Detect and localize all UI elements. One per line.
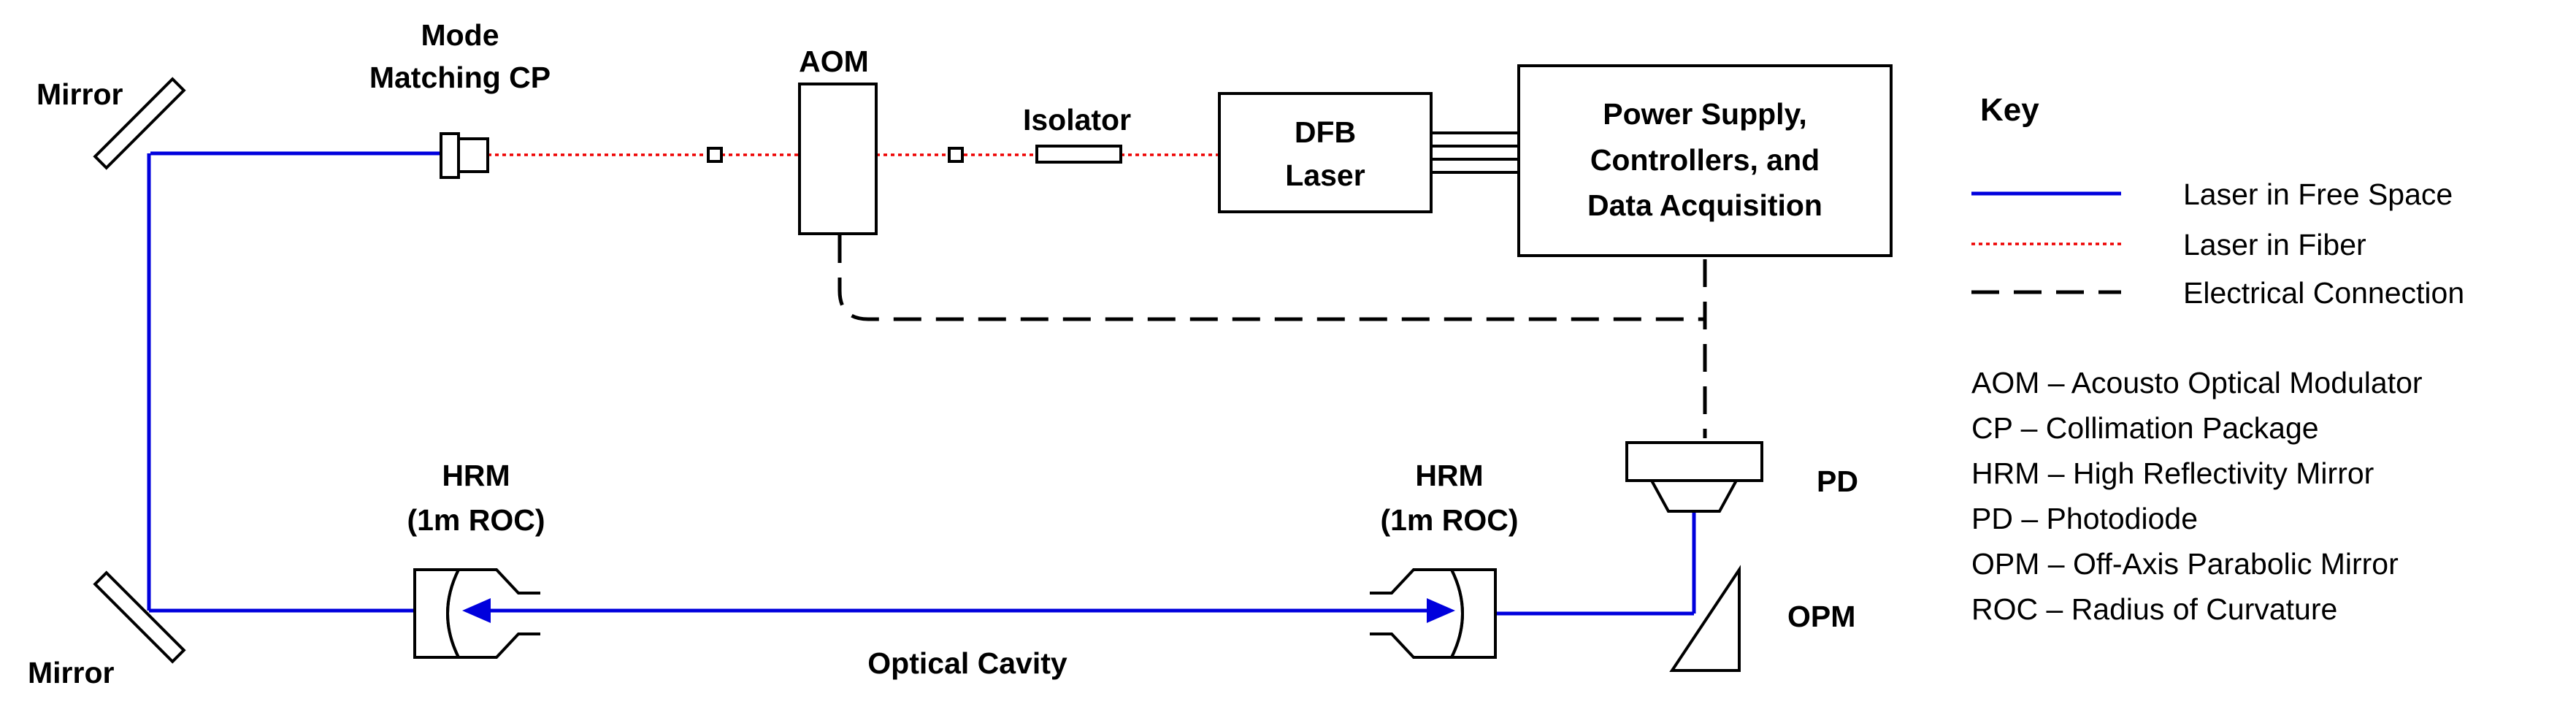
label-hrm-right-line2: (1m ROC): [1380, 503, 1518, 537]
key-abbr-cp: CP – Collimation Package: [1971, 411, 2319, 445]
key-abbr-pd: PD – Photodiode: [1971, 502, 2198, 535]
label-mode-matching-line1: Mode: [421, 18, 499, 52]
label-mirror-bottom: Mirror: [28, 656, 115, 689]
key-abbr-roc: ROC – Radius of Curvature: [1971, 592, 2337, 626]
mirror-top: [93, 77, 186, 170]
opm: [1669, 565, 1741, 672]
label-dfb-line2: Laser: [1285, 158, 1365, 192]
photodiode: [1625, 441, 1763, 513]
label-power-line2: Controllers, and: [1590, 143, 1820, 177]
label-isolator: Isolator: [1023, 103, 1131, 137]
label-hrm-right-line1: HRM: [1415, 459, 1483, 492]
label-dfb-line1: DFB: [1295, 115, 1356, 149]
label-power-line3: Data Acquisition: [1587, 188, 1822, 222]
hrm-left: [413, 568, 540, 659]
key-label-fiber: Laser in Fiber: [2183, 228, 2366, 261]
mode-matching-cp: [440, 132, 489, 179]
power-supply-box: [1517, 64, 1893, 257]
label-opm: OPM: [1787, 600, 1855, 633]
hrm-right: [1370, 568, 1497, 659]
dfb-laser-box: [1218, 92, 1433, 213]
key-legend: Key Laser in Free Space Laser in Fiber E…: [1971, 92, 2464, 626]
label-mode-matching-line2: Matching CP: [369, 61, 551, 94]
arrow-left-head: [462, 598, 491, 623]
key-abbr-aom: AOM – Acousto Optical Modulator: [1971, 366, 2423, 400]
label-mirror-top: Mirror: [37, 77, 123, 111]
label-pd: PD: [1817, 465, 1858, 498]
key-label-free-space: Laser in Free Space: [2183, 177, 2453, 211]
label-aom: AOM: [799, 45, 869, 78]
fiber-connector-2: [948, 147, 964, 163]
key-abbr-opm: OPM – Off-Axis Parabolic Mirror: [1971, 547, 2399, 581]
electrical-connection: [837, 235, 1707, 438]
arrow-right-head: [1427, 598, 1455, 623]
key-label-electrical: Electrical Connection: [2183, 276, 2464, 310]
key-abbr-hrm: HRM – High Reflectivity Mirror: [1971, 456, 2374, 490]
fiber-path: [488, 147, 1219, 163]
label-power-line1: Power Supply,: [1603, 97, 1806, 131]
mirror-bottom: [93, 570, 186, 664]
label-hrm-left-line2: (1m ROC): [407, 503, 545, 537]
aom-box: [798, 83, 878, 235]
label-hrm-left-line1: HRM: [442, 459, 510, 492]
dfb-to-power-supply-cables: [1431, 131, 1519, 174]
key-title: Key: [1980, 92, 2039, 128]
fiber-connector-1: [707, 147, 723, 163]
label-optical-cavity: Optical Cavity: [867, 646, 1067, 680]
free-space-beam: [147, 151, 1696, 623]
isolator-box: [1035, 145, 1122, 164]
